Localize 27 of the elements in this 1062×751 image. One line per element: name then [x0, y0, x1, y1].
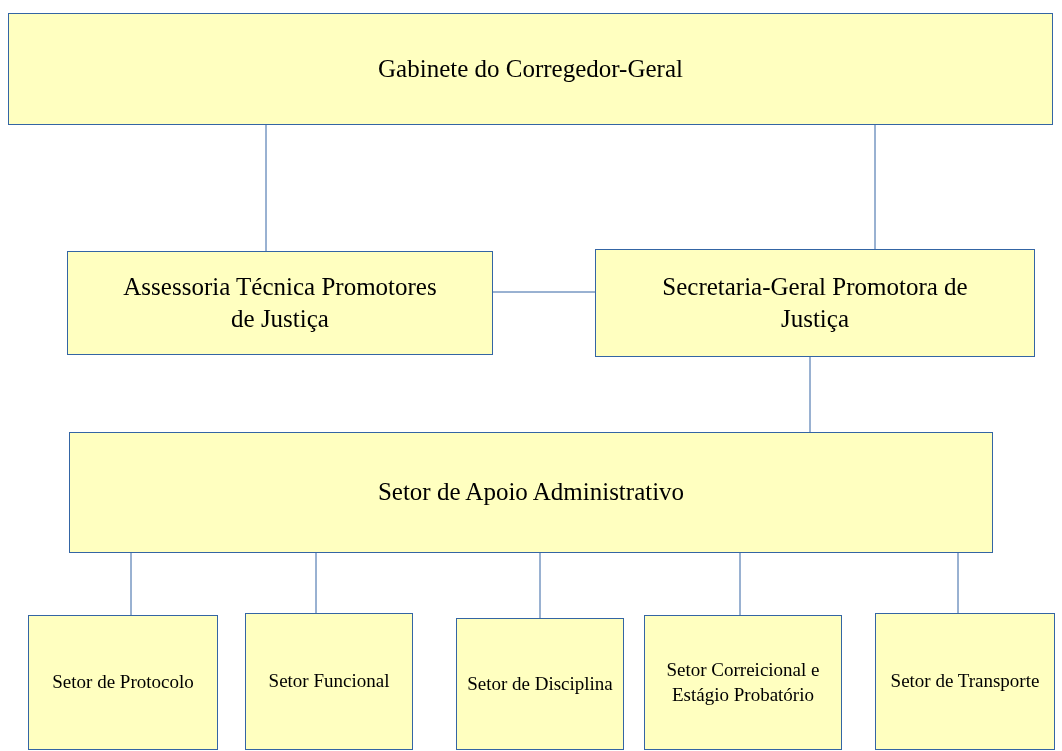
unit-name: Setor Funcional	[268, 669, 390, 694]
connector-line	[265, 124, 267, 252]
connector-line	[957, 552, 959, 614]
org-box	[69, 432, 993, 553]
connector-line	[809, 356, 811, 433]
unit-name: Secretaria-Geral Promotora de Justiça	[661, 271, 969, 334]
unit-name: Setor de Apoio Administrativo	[377, 477, 685, 508]
connector-line	[539, 552, 541, 619]
org-box	[875, 613, 1055, 750]
unit-name: Setor de Transporte	[890, 669, 1040, 694]
org-box	[8, 13, 1053, 125]
unit-name: Gabinete do Corregedor-Geral	[378, 53, 683, 84]
org-box	[595, 249, 1035, 357]
unit-name: Setor Correicional e Estágio Probatório	[665, 657, 821, 707]
unit-name: Setor de Disciplina	[467, 671, 613, 696]
org-box	[456, 618, 624, 750]
connector-line	[874, 124, 876, 250]
unit-name: Assessoria Técnica Promotores de Justiça	[122, 271, 438, 334]
org-box	[644, 615, 842, 750]
unit-name: Setor de Protocolo	[52, 670, 194, 695]
connector-line	[739, 552, 741, 616]
connector-line	[315, 552, 317, 614]
connector-line	[492, 291, 596, 293]
org-box	[245, 613, 413, 750]
org-box	[67, 251, 493, 355]
org-box	[28, 615, 218, 750]
connector-line	[130, 552, 132, 616]
